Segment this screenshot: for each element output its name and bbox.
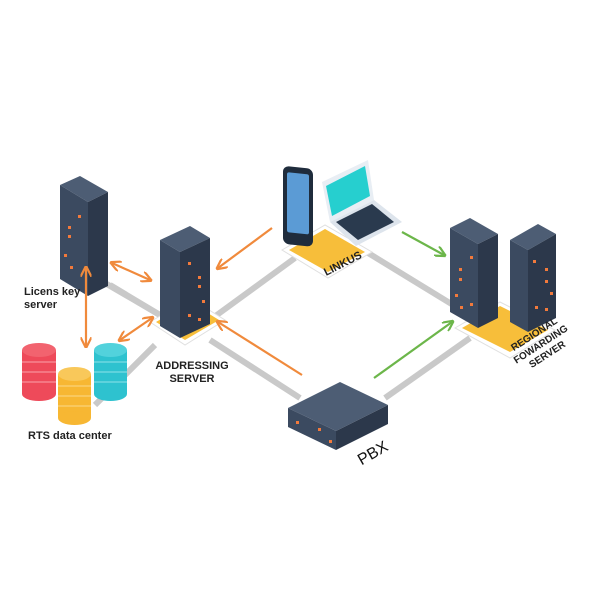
database-teal-icon xyxy=(94,343,127,401)
regional-server-right-icon xyxy=(510,224,556,332)
addressing-server-icon xyxy=(160,226,210,338)
phone-icon xyxy=(283,166,313,247)
regional-server-left-icon xyxy=(450,218,498,328)
arrow-linkus-regional xyxy=(401,231,444,255)
arrow-pbx-regional xyxy=(373,322,452,379)
addressing-server-label: ADDRESSING SERVER xyxy=(155,360,229,385)
connector-linkus-regional xyxy=(358,245,460,311)
arrow-license-addressing xyxy=(112,263,150,280)
license-server-label: Licens key server xyxy=(24,286,81,311)
rts-data-center-label: RTS data center xyxy=(28,430,112,442)
connector-addressing-left xyxy=(108,282,162,318)
connector-pbx-regional xyxy=(383,335,472,401)
database-yellow-icon xyxy=(58,367,91,425)
arrow-linkus-addressing xyxy=(218,227,273,268)
flow-arrows xyxy=(86,227,452,379)
arrow-rts-addressing xyxy=(120,318,152,340)
connector-addressing-pbx xyxy=(208,337,302,401)
arrow-pbx-addressing xyxy=(218,322,303,376)
laptop-icon xyxy=(322,160,402,246)
license-server-icon xyxy=(60,176,108,296)
pbx-icon xyxy=(288,382,388,450)
connector-addressing-linkus xyxy=(208,255,297,323)
database-red-icon xyxy=(22,343,56,401)
